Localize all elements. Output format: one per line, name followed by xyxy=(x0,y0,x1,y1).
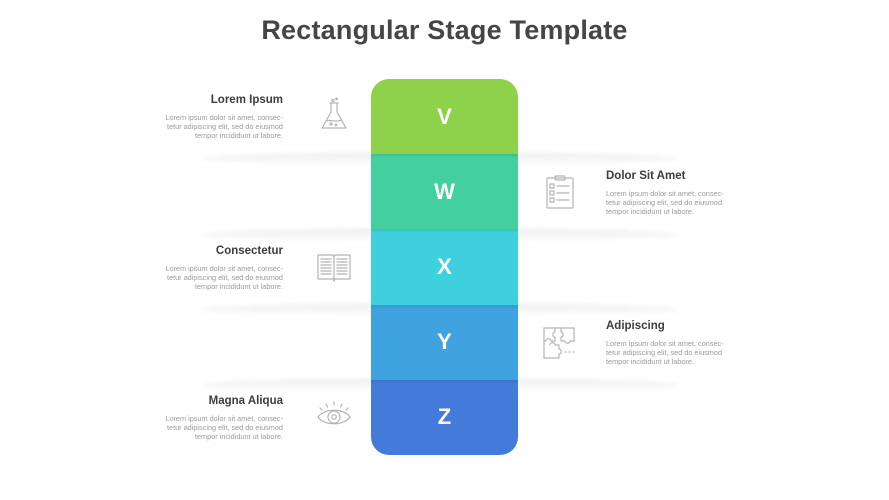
stage-z-title: Magna Aliqua xyxy=(208,395,283,407)
puzzle-icon xyxy=(541,324,577,360)
stage-y-description: Lorem ipsum dolor sit amet, consec-tetur… xyxy=(606,339,724,367)
stage-w-text: Dolor Sit Amet Lorem ipsum dolor sit ame… xyxy=(606,170,732,217)
stage-w-title: Dolor Sit Amet xyxy=(606,170,686,182)
open-book-icon xyxy=(316,249,352,285)
stage-z-block: Z xyxy=(371,379,518,455)
stage-separator xyxy=(371,379,518,384)
stage-w-letter: W xyxy=(434,178,455,204)
stage-z-text: Magna Aliqua Lorem ipsum dolor sit amet,… xyxy=(157,395,283,442)
stage-separator xyxy=(371,229,518,234)
stage-v-letter: V xyxy=(437,103,452,129)
stage-v-text: Lorem Ipsum Lorem ipsum dolor sit amet, … xyxy=(157,94,283,141)
page-title: Rectangular Stage Template xyxy=(261,15,628,45)
eye-icon xyxy=(316,399,352,435)
stage-v-description: Lorem ipsum dolor sit amet, consec-tetur… xyxy=(165,113,283,141)
stage-x-text: Consectetur Lorem ipsum dolor sit amet, … xyxy=(157,245,283,292)
stage-z-letter: Z xyxy=(437,404,452,430)
stage-y-title: Adipiscing xyxy=(606,320,665,332)
stage-x-description: Lorem ipsum dolor sit amet, consec-tetur… xyxy=(165,264,283,292)
stage-separator xyxy=(371,304,518,309)
flask-icon xyxy=(316,97,352,133)
stage-w-block: W xyxy=(371,154,518,230)
stage-y-block: Y xyxy=(371,304,518,380)
stage-stack: V W X Y Z xyxy=(371,79,518,455)
clipboard-checklist-icon xyxy=(542,174,578,210)
stage-y-text: Adipiscing Lorem ipsum dolor sit amet, c… xyxy=(606,320,732,367)
stage-x-title: Consectetur xyxy=(215,245,283,257)
stage-v-title: Lorem Ipsum xyxy=(210,94,283,106)
stage-x-letter: X xyxy=(437,253,452,279)
stage-x-block: X xyxy=(371,229,518,305)
stage-w-description: Lorem ipsum dolor sit amet, consec-tetur… xyxy=(606,189,724,217)
stage-y-letter: Y xyxy=(437,329,452,355)
stage-z-description: Lorem ipsum dolor sit amet, consec-tetur… xyxy=(165,414,283,442)
stage-separator xyxy=(371,154,518,159)
stage-v-block: V xyxy=(371,79,518,155)
